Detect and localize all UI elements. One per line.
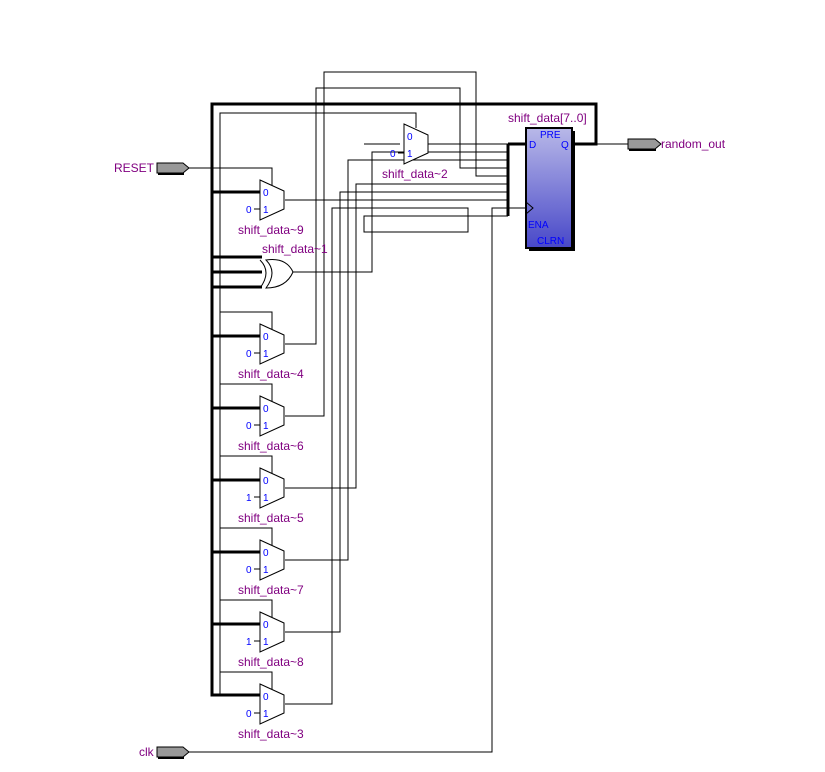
register-label: shift_data[7..0] [508,111,587,125]
mux-input-1-label: 1 [263,421,269,432]
mux-input-1-label: 1 [263,205,269,216]
xor-label: shift_data~1 [262,242,328,256]
reset-net [188,112,417,695]
mux-label: shift_data~8 [238,655,304,669]
mux-label: shift_data~2 [382,167,448,181]
mux-input-0-label: 0 [407,132,413,143]
mux-const-value: 0 [246,205,252,216]
mux-input-0-label: 0 [263,620,269,631]
mux-label: shift_data~7 [238,583,304,597]
mux-label: shift_data~3 [238,727,304,741]
mux-body [259,395,285,437]
mux-input-1-label: 1 [263,637,269,648]
mux-const-value: 1 [246,493,252,504]
mux-input-0-label: 0 [263,332,269,343]
register-shift-data[interactable]: shift_data[7..0] PRE D Q ENA CLRN [508,111,587,251]
port-random-out-label: random_out [661,137,726,151]
clock-triangle-icon [525,201,534,215]
mux-const-value: 0 [246,709,252,720]
pin-pre: PRE [540,130,561,141]
mux-body [259,323,285,365]
mux-input-1-label: 1 [407,149,413,160]
mux-const-value: 0 [390,149,396,160]
mux-body [259,683,285,725]
mux-input-1-label: 1 [263,565,269,576]
mux-const-value: 0 [246,421,252,432]
mux-input-0-label: 0 [263,188,269,199]
mux-body [259,179,285,221]
mux-const-value: 0 [246,565,252,576]
mux-input-1-label: 1 [263,709,269,720]
mux-body [403,123,429,165]
mux-input-1-label: 1 [263,349,269,360]
d-fan-in-wires [285,71,526,705]
clk-net [188,207,526,753]
mux-body [259,539,285,581]
port-reset-label: RESET [114,161,155,175]
mux-input-0-label: 0 [263,404,269,415]
pin-clrn: CLRN [537,236,564,247]
mux-const-value: 0 [246,349,252,360]
mux-body [259,611,285,653]
port-clk-label: clk [139,745,155,759]
mux-label: shift_data~4 [238,367,304,381]
mux-label: shift_data~6 [238,439,304,453]
pin-d: D [529,140,536,151]
mux-const-value: 1 [246,637,252,648]
mux-body [259,467,285,509]
pin-q: Q [561,140,569,151]
port-reset[interactable]: RESET [114,161,190,175]
mux-label: shift_data~9 [238,223,304,237]
xor-gate-shift-data-1[interactable]: shift_data~1 [259,242,328,289]
port-random-out[interactable]: random_out [627,137,726,151]
mux-input-0-label: 0 [263,476,269,487]
mux-input-0-label: 0 [263,548,269,559]
mux-label: shift_data~5 [238,511,304,525]
mux-input-1-label: 1 [263,493,269,504]
port-clk[interactable]: clk [139,745,190,759]
pin-ena: ENA [528,220,549,231]
mux-input-0-label: 0 [263,692,269,703]
